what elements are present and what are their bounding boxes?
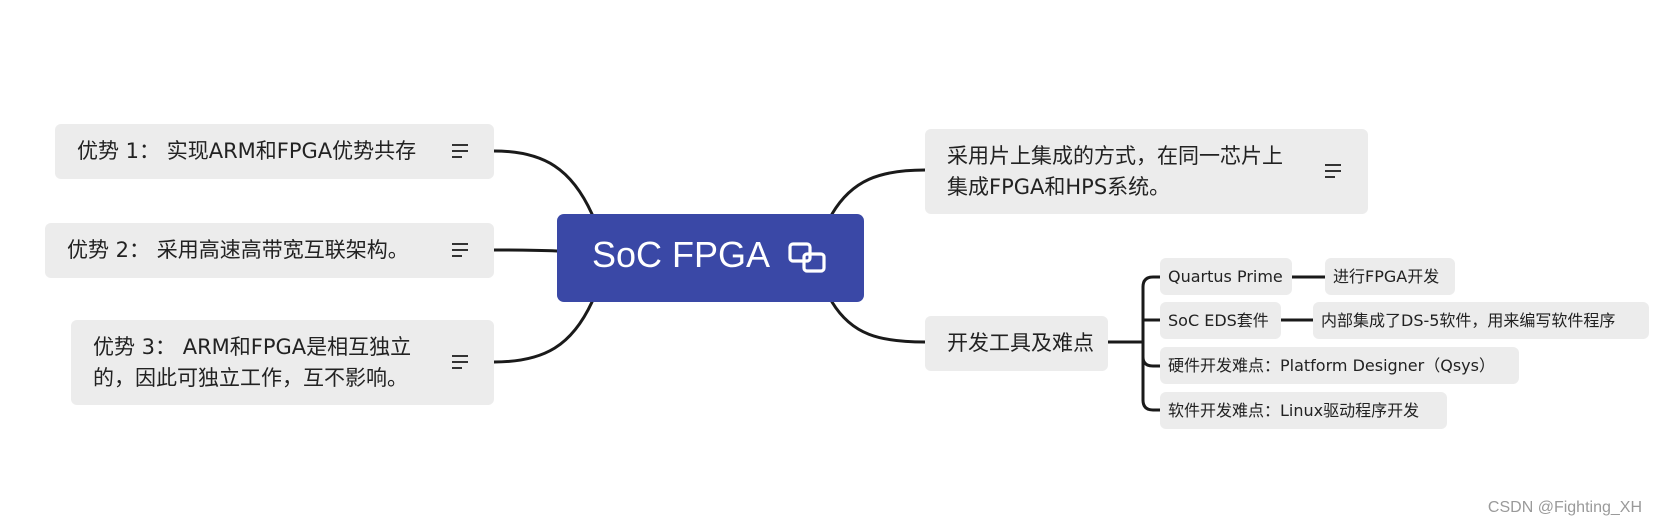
topic-dev-tools[interactable]: 开发工具及难点 [925,316,1108,371]
topic-label: 优势 3： ARM和FPGA是相互独立 的，因此可独立工作，互不影响。 [93,335,412,390]
subtopic-label: SoC EDS套件 [1168,311,1269,330]
notes-icon[interactable] [1325,164,1341,178]
connector-left-3 [492,300,594,364]
connector-right-2 [830,300,927,344]
subtopic-label: 软件开发难点：Linux驱动程序开发 [1168,401,1420,420]
topic-advantage-1[interactable]: 优势 1： 实现ARM和FPGA优势共存 [55,124,494,179]
detail-label: 内部集成了DS-5软件，用来编写软件程序 [1321,311,1616,330]
connector-sub-4 [1141,340,1162,412]
connector-left-1 [492,149,594,216]
subtopic-hardware-difficulty[interactable]: 硬件开发难点：Platform Designer（Qsys） [1160,347,1519,384]
detail-ds5-software[interactable]: 内部集成了DS-5软件，用来编写软件程序 [1313,302,1649,339]
central-topic[interactable]: SoC FPGA [557,214,864,302]
notes-icon[interactable] [452,243,468,257]
connector-sub-3 [1141,340,1162,368]
topic-integration[interactable]: 采用片上集成的方式，在同一芯片上 集成FPGA和HPS系统。 [925,129,1368,214]
topic-label: 优势 2： 采用高速高带宽互联架构。 [67,238,409,262]
notes-icon[interactable] [452,144,468,158]
topic-advantage-3[interactable]: 优势 3： ARM和FPGA是相互独立 的，因此可独立工作，互不影响。 [71,320,494,405]
subtopic-label: 硬件开发难点：Platform Designer（Qsys） [1168,356,1495,375]
central-topic-title: SoC FPGA [592,234,771,275]
connector-left-2 [492,248,559,253]
link-icon[interactable] [787,241,829,275]
topic-label: 开发工具及难点 [947,331,1094,355]
detail-fpga-development[interactable]: 进行FPGA开发 [1325,258,1455,295]
watermark: CSDN @Fighting_XH [1487,499,1642,516]
subtopic-software-difficulty[interactable]: 软件开发难点：Linux驱动程序开发 [1160,392,1447,429]
connector-right-1 [830,168,927,216]
connector-sub-1 [1141,275,1162,344]
topic-label: 采用片上集成的方式，在同一芯片上 集成FPGA和HPS系统。 [947,144,1283,199]
subtopic-soc-eds[interactable]: SoC EDS套件 [1160,302,1281,339]
subtopic-label: Quartus Prime [1168,267,1283,286]
topic-advantage-2[interactable]: 优势 2： 采用高速高带宽互联架构。 [45,223,494,278]
notes-icon[interactable] [452,355,468,369]
detail-label: 进行FPGA开发 [1333,267,1440,286]
subtopic-quartus-prime[interactable]: Quartus Prime [1160,258,1292,295]
topic-label: 优势 1： 实现ARM和FPGA优势共存 [77,139,417,163]
